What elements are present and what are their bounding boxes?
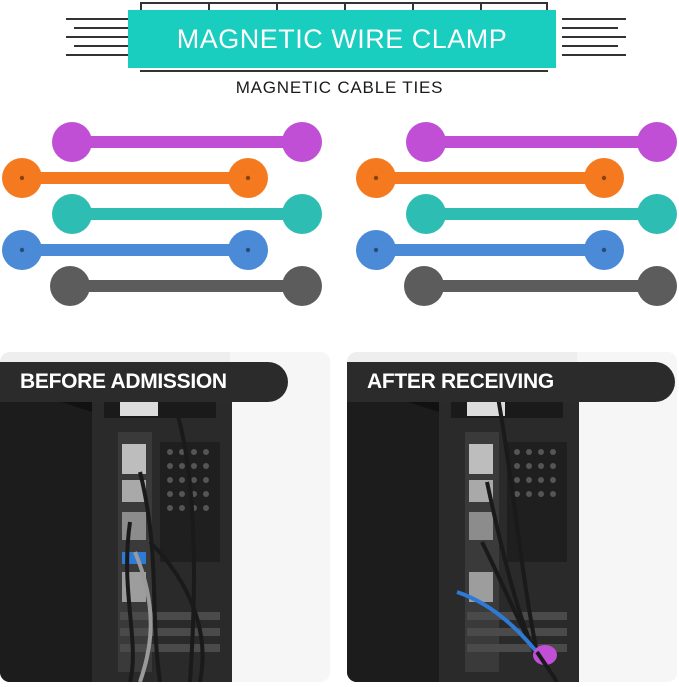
magnet-end [584,230,624,270]
tie-band [22,244,248,256]
magnet-dot [245,247,251,253]
magnet-dot [19,247,25,253]
cable-tie [356,230,624,270]
tie-band [22,172,248,184]
tie-band [426,136,657,148]
tie-band [426,208,657,220]
magnet-dot [19,175,25,181]
magnet-end [637,266,677,306]
purple-clip [533,645,557,665]
magnet-end [50,266,90,306]
magnet-dot [373,247,379,253]
before-label: BEFORE ADMISSION [0,362,288,402]
after-photo: AFTER RECEIVING [347,352,677,682]
tie-band [376,172,604,184]
cable-tie [406,122,677,162]
banner-rail-bottom [140,70,548,74]
magnet-end [282,194,322,234]
tie-band [72,136,302,148]
magnet-end [228,158,268,198]
magnet-end [406,122,446,162]
magnet-end [356,158,396,198]
cable-tie [52,122,322,162]
cable-tie [2,230,268,270]
cable-tie [406,194,677,234]
tie-band [424,280,657,292]
magnet-end [637,194,677,234]
magnet-end [356,230,396,270]
magnet-end [52,122,92,162]
computer-back-before-image [0,352,330,682]
tie-band [376,244,604,256]
cable-tie [50,266,322,306]
magnet-end [52,194,92,234]
magnet-end [406,194,446,234]
magnet-dot [601,247,607,253]
cable-ties-illustration [0,112,679,332]
cable-ties-graphic [2,122,677,306]
cable-tie [52,194,322,234]
before-photo: BEFORE ADMISSION [0,352,330,682]
decorative-dashes-right [562,18,626,63]
magnet-end [282,266,322,306]
magnet-end [282,122,322,162]
banner-subtitle: MAGNETIC CABLE TIES [235,78,444,97]
title-plate: MAGNETIC WIRE CLAMP [128,10,556,68]
magnet-end [637,122,677,162]
tie-band [72,208,302,220]
banner-rail-top [140,2,548,10]
magnet-end [584,158,624,198]
magnet-end [2,230,42,270]
banner-title: MAGNETIC WIRE CLAMP [176,23,508,54]
computer-back-after-image [347,352,677,682]
after-label: AFTER RECEIVING [347,362,675,402]
cable-tie [2,158,268,198]
header-banner: MAGNETIC WIRE CLAMP MAGNETIC CABLE TIES [0,0,679,110]
magnet-end [2,158,42,198]
magnet-dot [373,175,379,181]
magnet-dot [245,175,251,181]
magnet-end [404,266,444,306]
magnet-dot [601,175,607,181]
decorative-dashes-left [66,18,130,63]
tie-band [70,280,302,292]
cable-tie [404,266,677,306]
cable-tie [356,158,624,198]
magnet-end [228,230,268,270]
